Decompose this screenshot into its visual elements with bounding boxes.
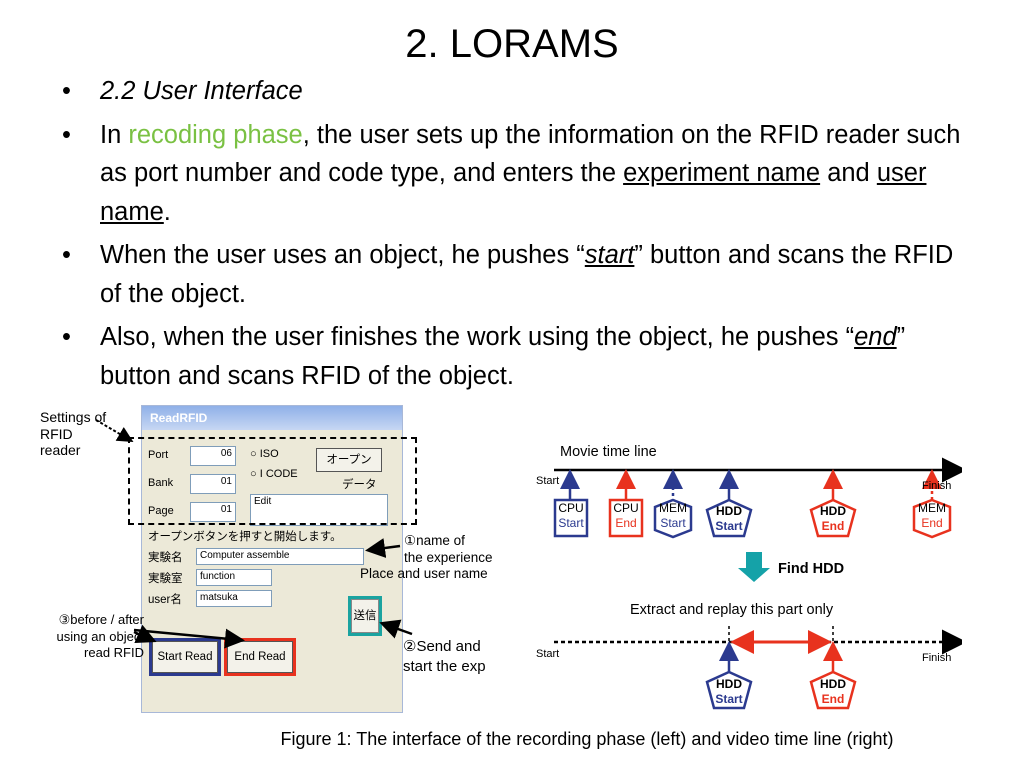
finish-label-bottom: Finish xyxy=(922,652,952,664)
start-read-button[interactable]: Start Read xyxy=(152,641,218,673)
readrfid-window: ReadRFID Port 06 Bank 01 Page 01 ○ ISO ○… xyxy=(141,405,403,713)
experiment-name-term: experiment name xyxy=(623,159,821,187)
page-input[interactable]: 01 xyxy=(190,502,236,522)
user-name-input[interactable]: matsuka xyxy=(196,590,272,607)
bullet-item: • Also, when the user finishes the work … xyxy=(62,323,906,390)
find-arrow xyxy=(738,552,770,582)
bank-input[interactable]: 01 xyxy=(190,474,236,494)
send-button[interactable]: 送信 xyxy=(351,599,379,633)
send-button-highlight: 送信 xyxy=(348,596,382,636)
movie-time-line-label: Movie time line xyxy=(560,444,657,460)
radio-iso[interactable]: ○ ISO xyxy=(250,448,279,460)
end-term: end xyxy=(854,323,897,351)
settings-dashed-box xyxy=(128,437,417,525)
start-read-highlight: Start Read xyxy=(149,638,221,676)
edit-textarea[interactable]: Edit xyxy=(250,494,388,526)
find-hdd-label: Find HDD xyxy=(778,561,845,577)
figure-caption: Figure 1: The interface of the recording… xyxy=(280,729,894,749)
window-title: ReadRFID xyxy=(142,406,402,430)
bullet-item: • In recoding phase, the user sets up th… xyxy=(62,120,961,226)
finish-label: Finish xyxy=(922,480,952,492)
user-name-term: user name xyxy=(100,159,927,226)
experiment-label: 実験名 xyxy=(148,552,183,564)
slide-title: 2. LORAMS xyxy=(405,22,619,66)
page-label: Page xyxy=(148,505,174,517)
user-label: user名 xyxy=(148,594,182,606)
bullet-list: • 2.2 User Interface • In recoding phase… xyxy=(62,72,962,400)
room-input[interactable]: function xyxy=(196,569,272,586)
start-term: start xyxy=(584,241,635,269)
instruction-text: オープンボタンを押すと開始します。 xyxy=(148,531,342,543)
radio-icode[interactable]: ○ I CODE xyxy=(250,468,298,480)
subheading: 2.2 User Interface xyxy=(100,77,303,105)
port-label: Port xyxy=(148,449,169,461)
timeline-svg xyxy=(553,457,962,710)
data-label: データ xyxy=(342,479,377,491)
extract-label: Extract and replay this part only xyxy=(630,602,834,618)
start-label-bottom: Start xyxy=(536,648,560,660)
highlight-recoding-phase: recoding phase xyxy=(128,120,303,149)
open-button[interactable]: オープン xyxy=(316,448,382,472)
experiment-name-input[interactable]: Computer assemble xyxy=(196,548,364,565)
room-label: 実験室 xyxy=(148,573,183,585)
bullet-item: • 2.2 User Interface xyxy=(62,77,303,105)
start-label: Start xyxy=(536,475,560,487)
bank-label: Bank xyxy=(148,477,174,489)
port-input[interactable]: 06 xyxy=(190,446,236,466)
bullet-item: • When the user uses an object, he pushe… xyxy=(62,241,954,308)
